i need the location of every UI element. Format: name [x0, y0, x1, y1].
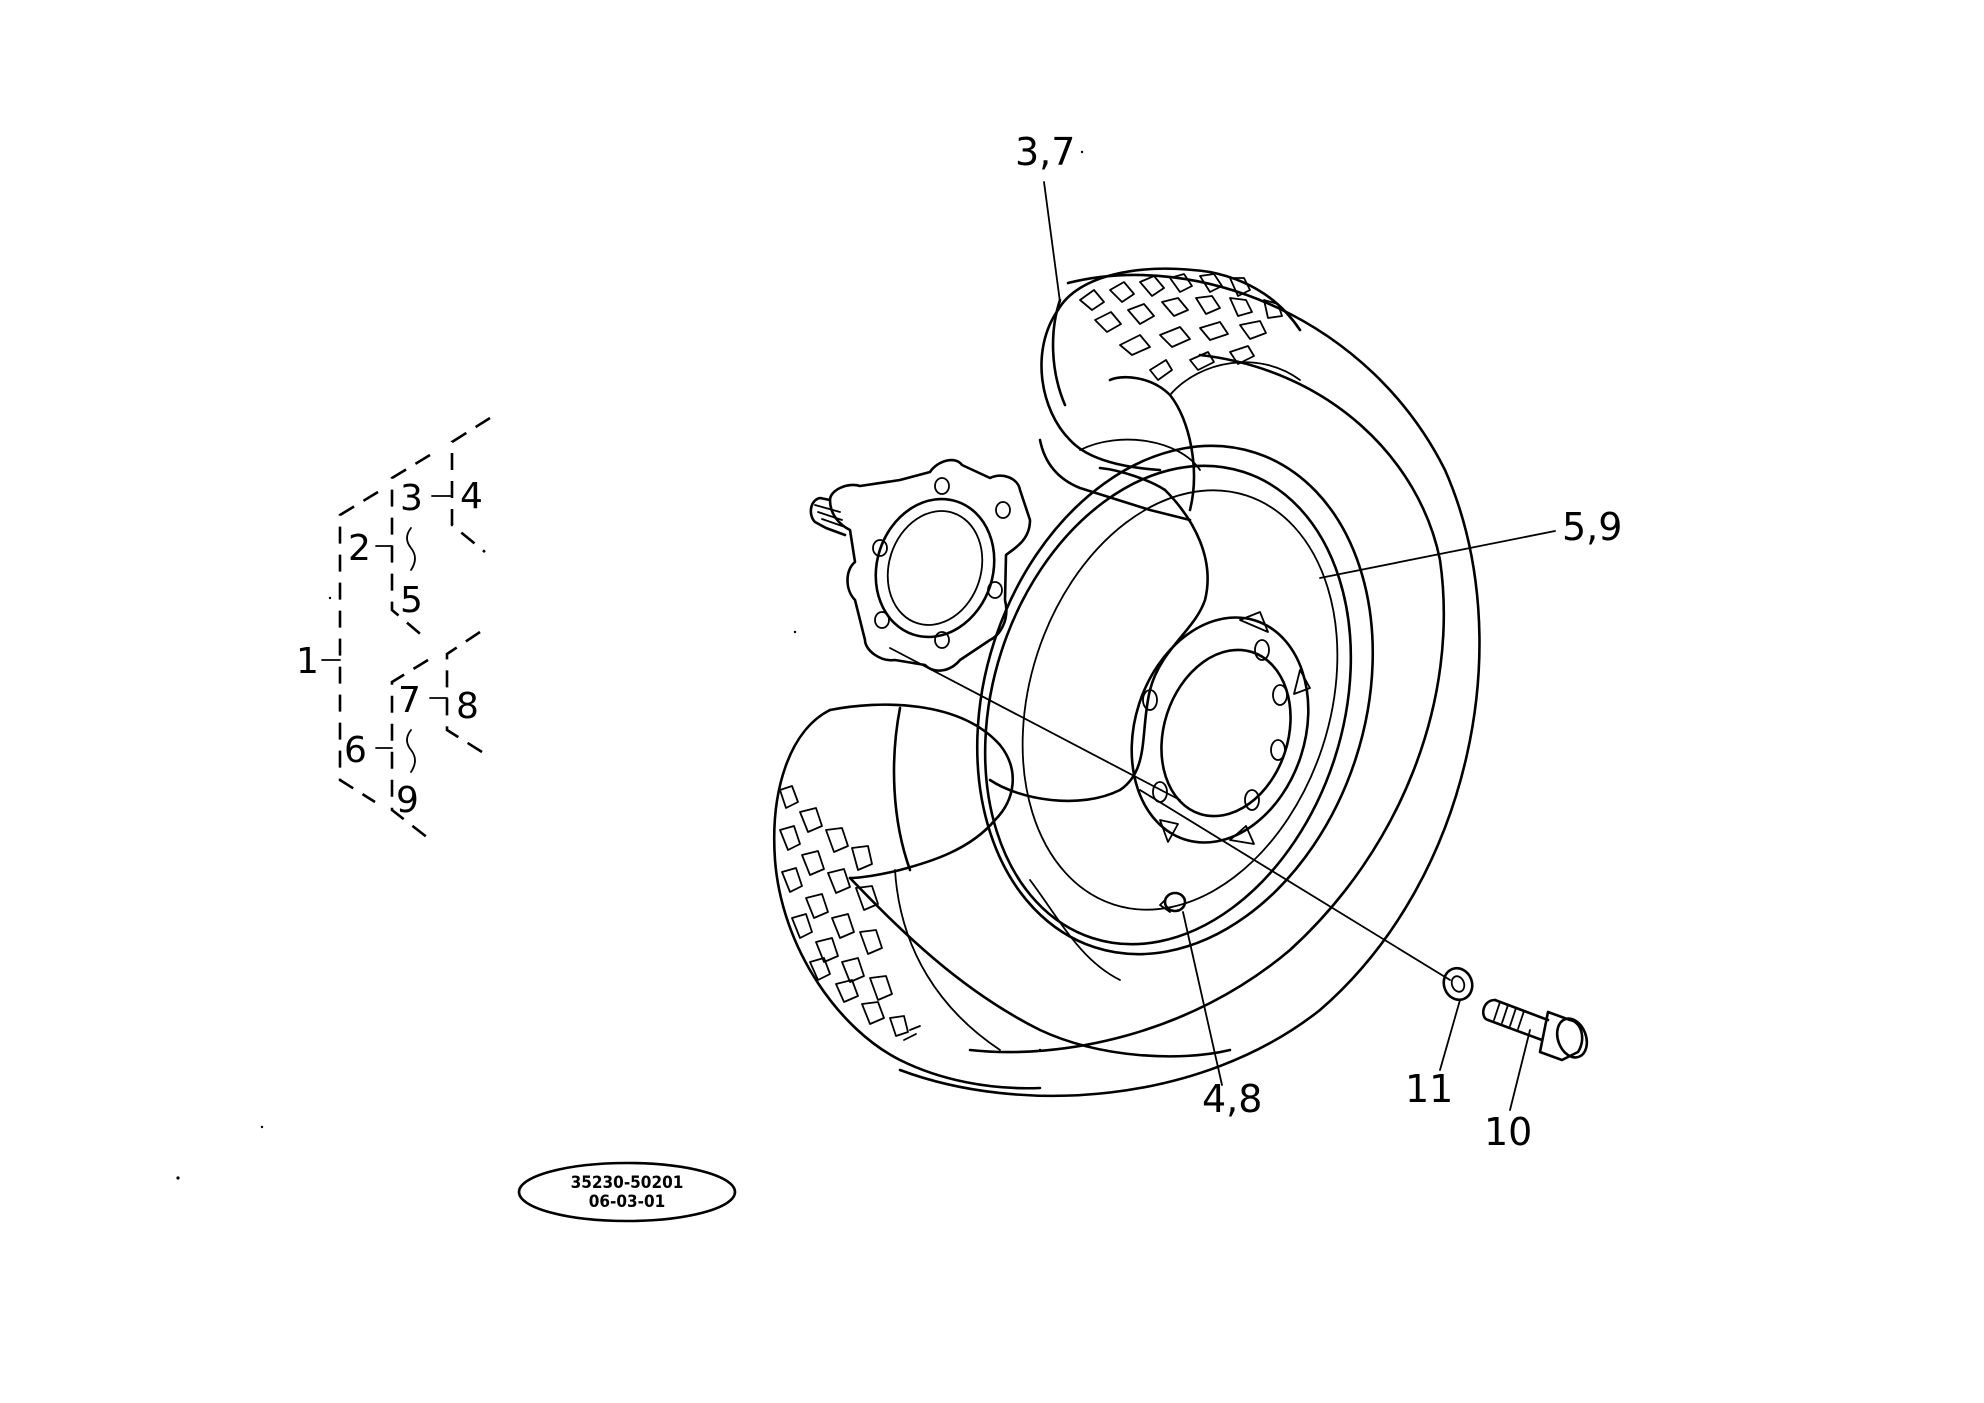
- stamp-date: 06-03-01: [589, 1192, 666, 1212]
- callout-4-8: 4,8: [1202, 1077, 1262, 1121]
- wheel-hub: [809, 458, 1032, 672]
- callout-3-7: 3,7: [1015, 130, 1075, 174]
- tread-lower: [779, 785, 921, 1041]
- scan-specks: [176, 150, 1084, 1180]
- tire: [773, 267, 1481, 1098]
- tree-label-2: 2: [348, 528, 371, 569]
- tread-upper: [1079, 273, 1283, 381]
- wheel-rim: [975, 444, 1375, 956]
- tree-label-1: 1: [296, 641, 319, 682]
- tree-label-5: 5: [400, 580, 423, 621]
- tree-label-9: 9: [396, 780, 419, 821]
- tree-label-4: 4: [460, 476, 483, 517]
- callout-10: 10: [1484, 1110, 1532, 1154]
- callouts: 3,7 5,9 4,8 11 10: [1015, 130, 1622, 1154]
- tree-label-8: 8: [456, 686, 479, 727]
- tree-label-7: 7: [398, 680, 421, 721]
- washer: [1442, 966, 1474, 1002]
- stamp-part-number: 35230-50201: [571, 1173, 684, 1193]
- bolt: [1481, 998, 1589, 1062]
- valve: [1159, 891, 1187, 913]
- callout-11: 11: [1405, 1067, 1453, 1111]
- assembly-tree: 1 2 3 4 5 6 7 8 9: [296, 416, 491, 840]
- part-number-stamp: 35230-50201 06-03-01: [517, 1161, 737, 1223]
- callout-5-9: 5,9: [1562, 505, 1622, 549]
- tree-label-3: 3: [400, 478, 423, 519]
- leader-lines: [889, 181, 1556, 1111]
- tree-label-6: 6: [344, 730, 367, 771]
